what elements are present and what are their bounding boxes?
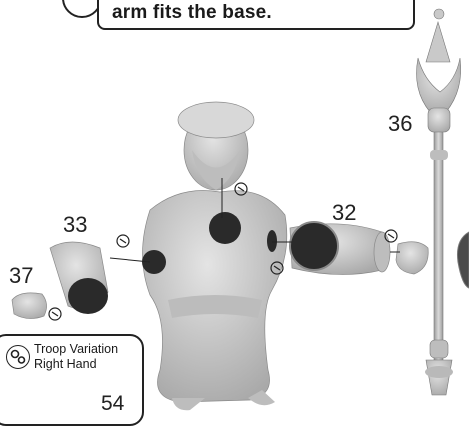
body-part bbox=[142, 190, 287, 410]
troop-variation-title: Troop Variation bbox=[34, 342, 118, 356]
part-number-33: 33 bbox=[63, 212, 87, 238]
part-number-32: 32 bbox=[332, 200, 356, 226]
troop-variation-subtitle: Right Hand bbox=[34, 357, 97, 371]
part-number-54: 54 bbox=[101, 392, 124, 416]
gear-icon bbox=[6, 345, 30, 369]
right-arm-part bbox=[290, 222, 428, 275]
glue-icon bbox=[117, 235, 129, 247]
hand-part bbox=[12, 293, 47, 319]
left-arm-part bbox=[50, 242, 108, 314]
glue-icon bbox=[49, 308, 61, 320]
head-part bbox=[178, 102, 254, 190]
staff-part bbox=[417, 9, 461, 395]
part-number-36: 36 bbox=[388, 111, 412, 137]
part-number-37: 37 bbox=[9, 263, 33, 289]
